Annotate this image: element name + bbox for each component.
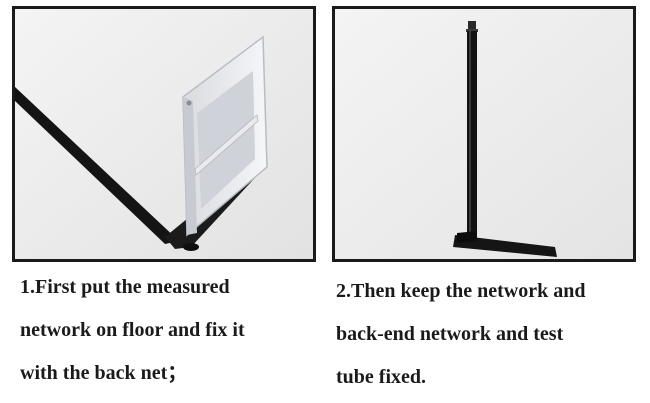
test-tube-on-base-illustration xyxy=(335,9,633,259)
step-2-line-2: back-end network and test xyxy=(336,323,564,345)
step-1-line-2: network on floor and fix it xyxy=(20,319,245,341)
step-1-line-1: 1.First put the measured xyxy=(20,276,230,298)
step-2-line-3: tube fixed. xyxy=(336,366,426,388)
step-2-photo xyxy=(332,6,636,262)
step-2-line-1: 2.Then keep the network and xyxy=(336,280,586,302)
step-1-caption: 1.First put the measured network on floo… xyxy=(20,266,330,395)
step-1-line-3: with the back net； xyxy=(20,362,188,384)
frame-on-base-illustration xyxy=(15,9,313,259)
step-1-photo xyxy=(12,6,316,262)
step-2-caption: 2.Then keep the network and back-end net… xyxy=(336,270,646,399)
